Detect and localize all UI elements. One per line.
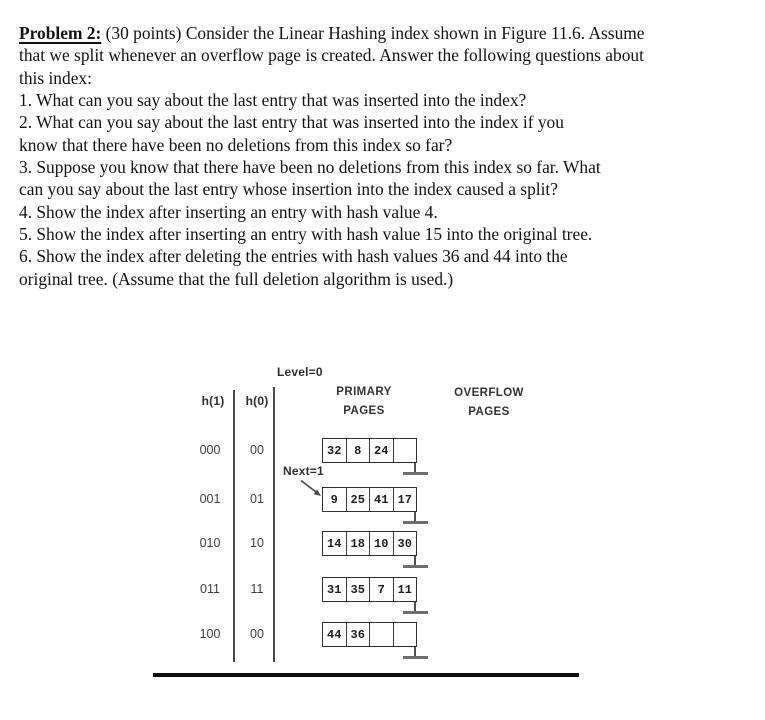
problem-text-line: 1. What can you say about the last entry… [19,90,527,111]
problem-text-line: this index: [19,67,92,88]
bucket-row: 011 11 31 35 7 11 [0,577,765,623]
primary-pages-header: PRIMARY PAGES [336,386,392,417]
level-label: Level=0 [277,365,323,379]
problem-statement: Problem 2: (30 points) Consider the Line… [19,22,759,290]
hash-row-label-h1: 010 [199,536,221,550]
bucket-cell: 17 [397,492,412,507]
hash-row-label-h0: 00 [250,443,264,457]
column-divider [273,387,275,662]
bucket-cell: 41 [370,488,394,511]
hash-row-label-h1: 011 [200,582,220,596]
bucket-row: 010 10 14 18 10 30 [0,531,765,577]
problem-text-line: 3. Suppose you know that there have been… [19,157,601,178]
null-pointer-icon [403,521,428,524]
hash-row-label-h0: 01 [250,492,264,506]
h1-column-header: h(1) [201,394,225,408]
hash-row-label-h1: 000 [199,443,221,457]
bucket-cell [394,439,417,462]
problem-title: Problem 2: [19,23,102,43]
null-pointer-icon [403,611,428,614]
bucket: 9 25 41 17 [322,487,417,512]
bucket-cell [370,623,394,646]
problem-text-line: know that there have been no deletions f… [19,134,453,155]
bucket-cell: 24 [370,439,394,462]
overflow-pages-header: OVERFLOW PAGES [454,387,524,418]
null-pointer-icon [414,647,416,657]
bucket: 31 35 7 11 [322,577,417,602]
bucket-row: 100 00 44 36 [0,622,765,668]
null-pointer-icon [414,602,416,612]
problem-text-line: 2. What can you say about the last entry… [19,112,564,133]
null-pointer-icon [403,472,428,475]
bucket-cell: 14 [323,532,347,555]
null-pointer-icon [414,556,416,566]
bucket-cell [394,623,417,646]
hash-row-label-h1: 100 [199,627,221,641]
problem-text-line: 6. Show the index after deleting the ent… [19,246,568,267]
bucket-cell: 8 [347,439,370,462]
problem-title-rest: (30 points) Consider the Linear Hashing … [101,23,645,43]
h0-column-header: h(0) [245,394,269,408]
bucket-row: 001 01 9 25 41 17 [0,487,765,533]
problem-text-line: Problem 2: (30 points) Consider the Line… [19,22,759,44]
next-arrow-icon [300,479,321,496]
null-pointer-icon [414,463,416,473]
hash-row-label-h0: 10 [250,536,264,550]
bucket-cell: 9 [323,488,347,511]
bucket-cell: 36 [347,623,370,646]
bucket-cell: 30 [397,536,412,551]
null-pointer-icon [403,656,428,659]
null-pointer-icon [414,512,416,522]
bucket: 14 18 10 30 [322,531,417,556]
bucket-cell: 18 [347,532,370,555]
problem-text-line: can you say about the last entry whose i… [19,179,558,200]
null-pointer-icon [403,565,428,568]
bucket-cell: 31 [323,578,347,601]
problem-text-line: that we split whenever an overflow page … [19,45,644,66]
next-label: Next=1 [283,464,324,478]
figure-bottom-rule [153,673,579,677]
column-divider [233,390,235,662]
problem-text-line: original tree. (Assume that the full del… [19,268,454,289]
bucket: 32 8 24 [322,438,417,463]
bucket-cell: 7 [370,578,394,601]
bucket-cell: 25 [347,488,370,511]
problem-text-line: 5. Show the index after inserting an ent… [19,224,593,245]
bucket-cell: 11 [397,582,412,597]
hash-row-label-h1: 001 [199,492,221,506]
problem-text-line: 4. Show the index after inserting an ent… [19,201,438,222]
bucket: 44 36 [322,622,417,647]
bucket-cell: 10 [370,532,394,555]
bucket-cell: 44 [323,623,347,646]
bucket-cell: 35 [347,578,370,601]
hash-row-label-h0: 11 [250,582,264,596]
bucket-cell: 32 [323,439,347,462]
hash-row-label-h0: 00 [250,627,264,641]
bucket-row: 000 00 32 8 24 [0,438,765,484]
